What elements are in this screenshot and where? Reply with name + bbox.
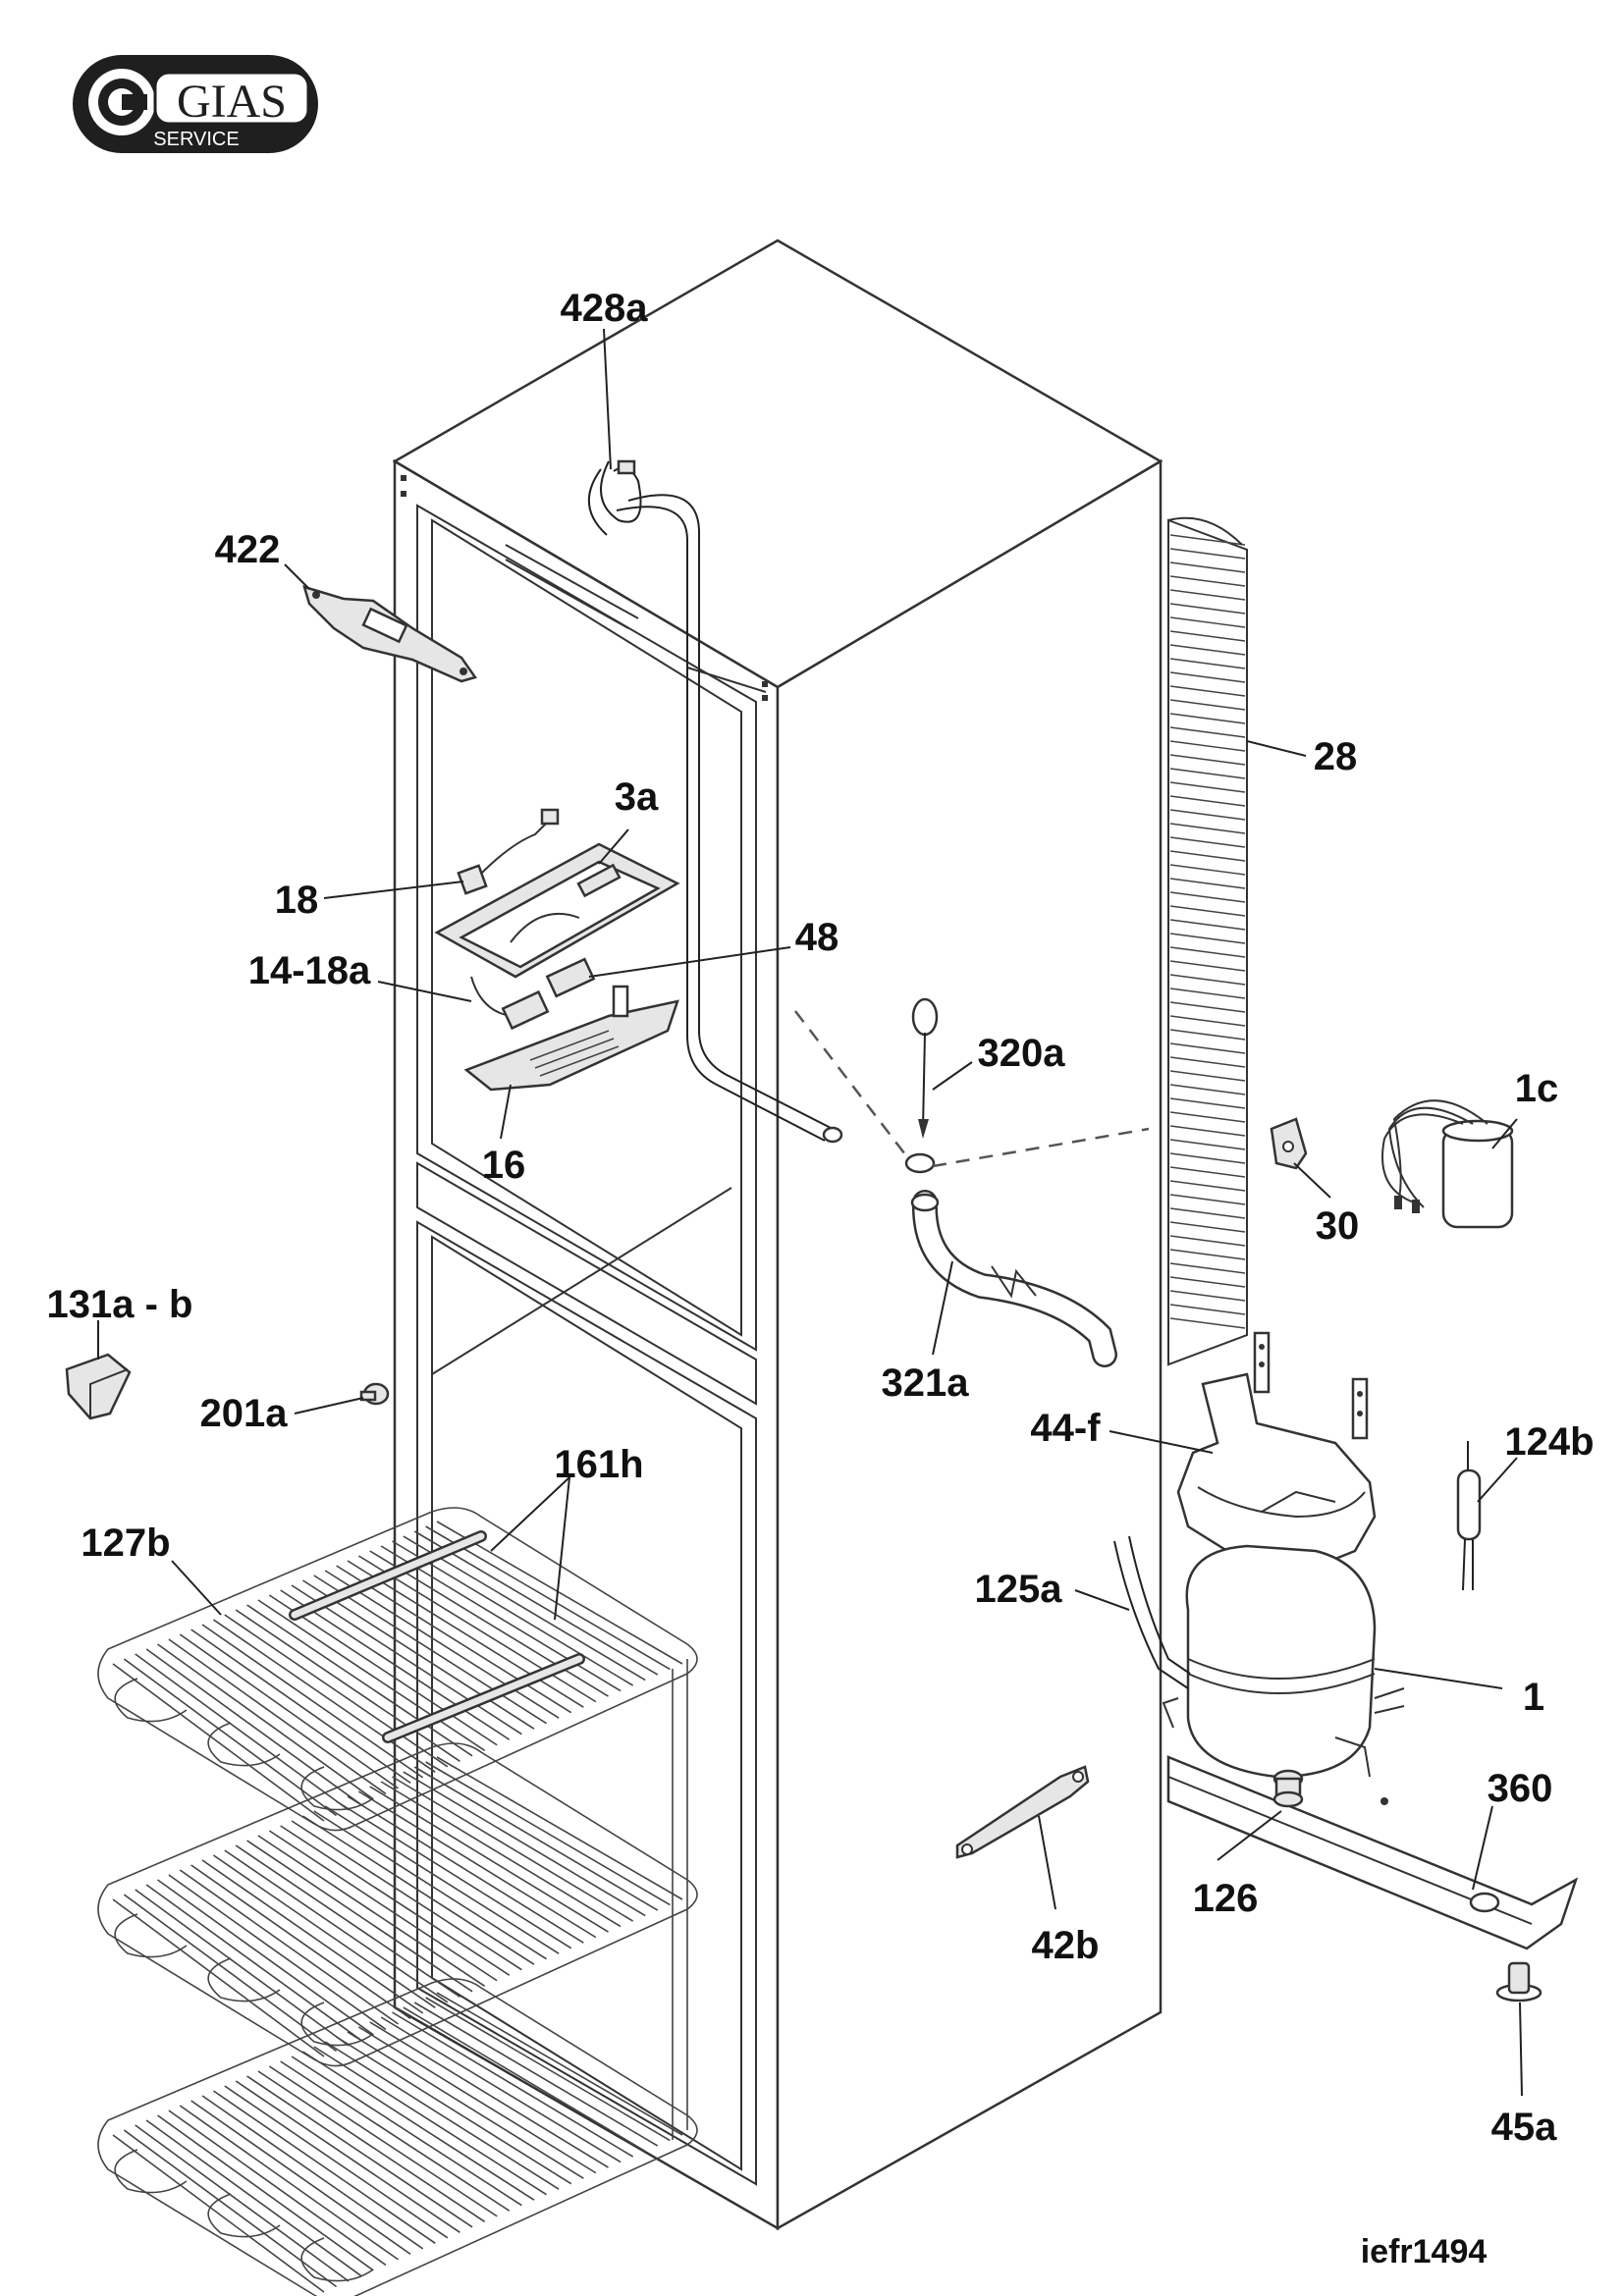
label-48: 48	[795, 916, 839, 959]
cabinet	[392, 239, 1163, 2231]
drawing-code: iefr1494	[1361, 2233, 1488, 2270]
base-rail-360	[1166, 1755, 1579, 1950]
label-360: 360	[1488, 1767, 1553, 1810]
label-422: 422	[215, 528, 281, 571]
grommet-126	[1272, 1769, 1304, 1808]
lamp-cover-16	[463, 985, 679, 1092]
logo-brand: GIAS	[177, 76, 287, 128]
drain-hose-321a	[910, 1190, 1117, 1367]
gias-service-logo: GIAS SERVICE	[73, 55, 318, 153]
label-161h: 161h	[554, 1443, 643, 1486]
label-14-18a: 14-18a	[248, 949, 371, 992]
label-201a: 201a	[200, 1392, 289, 1435]
plug-201a	[359, 1382, 390, 1406]
condenser-28	[1167, 516, 1248, 1366]
label-124b: 124b	[1504, 1420, 1594, 1464]
wire-shelf	[97, 1507, 698, 1832]
foot-45a	[1495, 1961, 1542, 2002]
wire-shelves	[97, 1507, 698, 2296]
label-45a: 45a	[1491, 2106, 1557, 2149]
wire-shelf	[97, 1978, 698, 2296]
label-127b: 127b	[81, 1522, 170, 1565]
label-28: 28	[1314, 735, 1358, 778]
label-44-f: 44-f	[1030, 1407, 1101, 1450]
back-pipe	[616, 494, 843, 1144]
label-428a: 428a	[561, 287, 649, 330]
label-3a: 3a	[615, 775, 659, 819]
capacitor-1c	[1381, 1099, 1514, 1229]
dipstick-320a	[904, 997, 939, 1174]
label-1c: 1c	[1515, 1067, 1559, 1110]
part-labels: 428a 422 28 3a 18 48 14-18a 320a 16 1c 3…	[47, 287, 1595, 2270]
label-42b: 42b	[1032, 1924, 1100, 1967]
label-320a: 320a	[978, 1032, 1066, 1075]
drip-tray-44f	[1176, 1331, 1377, 1573]
bracket-42b	[955, 1765, 1090, 1859]
lamp-holder	[470, 957, 596, 1031]
switch-18	[457, 808, 560, 895]
bracket-422	[302, 585, 478, 683]
control-board-3a	[434, 842, 680, 979]
label-1: 1	[1523, 1676, 1544, 1719]
connector-428a	[588, 459, 642, 536]
filter-124b	[1456, 1441, 1482, 1591]
leader-lines	[97, 328, 1523, 2097]
label-131a-b: 131a - b	[47, 1283, 193, 1326]
label-18: 18	[275, 879, 319, 922]
tube-125a	[1113, 1535, 1191, 1689]
label-126: 126	[1193, 1877, 1259, 1920]
compressor-1	[1162, 1544, 1405, 1779]
label-16: 16	[482, 1144, 526, 1187]
shelf-bar-161h-face	[291, 1532, 485, 1619]
shelf-rail	[672, 1659, 688, 2140]
wire-shelf	[97, 1742, 698, 2067]
label-30: 30	[1316, 1204, 1360, 1248]
label-321a: 321a	[882, 1362, 970, 1405]
clip-30	[1270, 1117, 1308, 1170]
shelf-bar-161h-face	[384, 1655, 583, 1741]
hinge-131ab	[65, 1353, 132, 1420]
logo-sub: SERVICE	[153, 129, 239, 150]
label-125a: 125a	[975, 1568, 1063, 1611]
